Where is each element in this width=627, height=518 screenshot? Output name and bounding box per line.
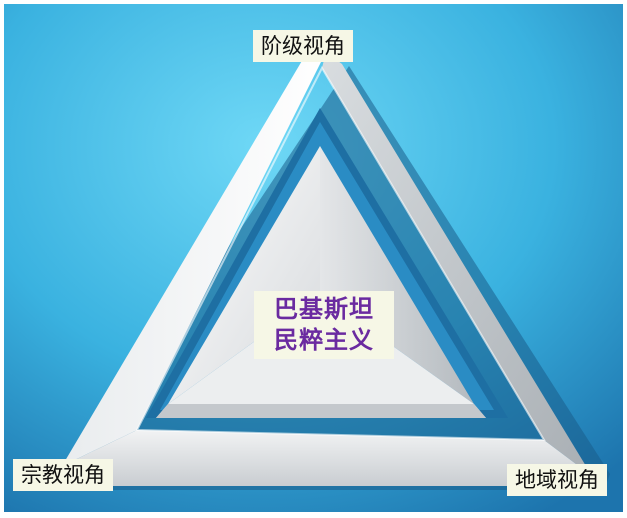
outer-triangle-left-edge	[62, 52, 326, 466]
vertex-label-religion-perspective: 宗教视角	[13, 459, 113, 491]
inner-triangle-left-face	[168, 146, 320, 404]
center-label-line-2: 民粹主义	[274, 326, 374, 354]
outer-triangle-bevel	[135, 65, 546, 442]
center-label: 巴基斯坦 民粹主义	[254, 291, 394, 359]
inner-triangle-right-face	[320, 146, 474, 404]
diagram-canvas: 阶级视角 宗教视角 地域视角 巴基斯坦 民粹主义	[4, 4, 623, 512]
inner-triangle-base-edge	[156, 404, 486, 418]
vertex-label-class-perspective: 阶级视角	[253, 30, 353, 62]
outer-triangle-bottom-edge	[62, 430, 592, 486]
vertex-label-region-perspective: 地域视角	[507, 464, 607, 496]
nested-triangle-graphic	[4, 4, 623, 512]
outer-triangle-right-edge	[322, 52, 592, 476]
center-label-line-1: 巴基斯坦	[274, 295, 374, 323]
